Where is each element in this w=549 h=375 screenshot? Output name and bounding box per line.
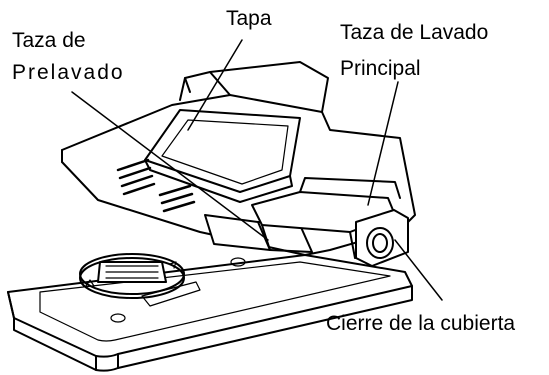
leader-lines [71,39,443,301]
lid [144,109,301,203]
leader-main-wash [367,81,399,206]
cover-latch [355,209,409,267]
body-hole [230,257,246,267]
label-prewash-cup-line1: Taza de [12,29,86,52]
base-hole [110,313,126,323]
label-lid: Tapa [226,7,272,30]
label-cover-latch: Cierre de la cubierta [326,312,516,335]
label-main-wash-cup-line1: Taza de Lavado [340,21,489,44]
label-prewash-cup-line2: Prelavado [12,61,125,84]
leader-prewash [71,91,269,241]
label-main-wash-cup-line2: Principal [340,57,421,80]
vent-slots [116,158,196,213]
dial [79,253,201,307]
leader-latch [394,239,443,301]
leader-lid [187,39,243,131]
